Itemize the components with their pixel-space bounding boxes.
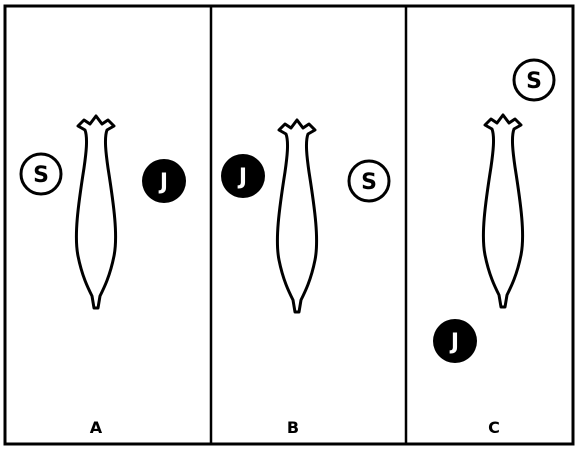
- bud-shape-b: [277, 120, 316, 312]
- svg-text:J: J: [237, 165, 247, 190]
- svg-text:S: S: [33, 163, 49, 188]
- marker-j-a: J: [142, 159, 186, 203]
- marker-j-b: J: [221, 154, 265, 198]
- panel-label-a: A: [90, 418, 103, 437]
- svg-text:J: J: [449, 330, 459, 355]
- panel-label-c: C: [488, 418, 500, 437]
- panel-a: S J A: [21, 116, 186, 437]
- panel-label-b: B: [287, 418, 299, 437]
- marker-s-c: S: [514, 60, 554, 100]
- panel-c: S J C: [433, 60, 554, 437]
- svg-text:S: S: [361, 170, 377, 195]
- bud-shape-a: [76, 116, 115, 308]
- marker-s-a: S: [21, 154, 61, 194]
- svg-text:J: J: [158, 170, 168, 195]
- svg-text:S: S: [526, 69, 542, 94]
- marker-j-c: J: [433, 319, 477, 363]
- bud-shape-c: [483, 115, 522, 307]
- panel-b: J S B: [221, 120, 389, 437]
- marker-s-b: S: [349, 161, 389, 201]
